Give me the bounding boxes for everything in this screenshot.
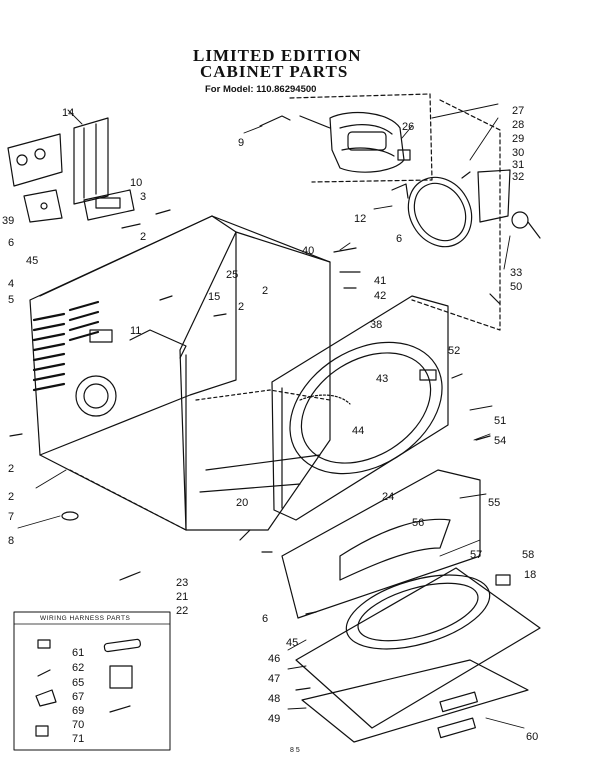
callout-42: 42 bbox=[374, 290, 386, 302]
callout-50: 50 bbox=[510, 281, 522, 293]
door-and-kick-panel bbox=[281, 469, 541, 743]
callout-12: 12 bbox=[354, 213, 366, 225]
callout-26: 26 bbox=[402, 121, 414, 133]
callout-5: 5 bbox=[8, 294, 14, 306]
callout-2: 2 bbox=[8, 491, 14, 503]
callout-2: 2 bbox=[238, 301, 244, 313]
callout-2: 2 bbox=[140, 231, 146, 243]
callout-38: 38 bbox=[370, 319, 382, 331]
callout-69: 69 bbox=[72, 705, 84, 717]
callout-47: 47 bbox=[268, 673, 280, 685]
callout-23: 23 bbox=[176, 577, 188, 589]
callout-52: 52 bbox=[448, 345, 460, 357]
motor-assembly bbox=[289, 93, 433, 183]
callout-27: 27 bbox=[512, 105, 524, 117]
callout-25: 25 bbox=[226, 269, 238, 281]
callout-71: 71 bbox=[72, 733, 84, 745]
callout-43: 43 bbox=[376, 373, 388, 385]
callout-9: 9 bbox=[238, 137, 244, 149]
callout-61: 61 bbox=[72, 647, 84, 659]
belt-and-idler bbox=[407, 99, 541, 331]
page-mark: 8 5 bbox=[290, 747, 300, 754]
callout-62: 62 bbox=[72, 662, 84, 674]
callout-60: 60 bbox=[526, 731, 538, 743]
callout-41: 41 bbox=[374, 275, 386, 287]
callout-29: 29 bbox=[512, 133, 524, 145]
leader-lines bbox=[17, 103, 525, 729]
callout-15: 15 bbox=[208, 291, 220, 303]
callout-65: 65 bbox=[72, 677, 84, 689]
callout-54: 54 bbox=[494, 435, 506, 447]
title-line-1: LIMITED EDITION bbox=[193, 46, 362, 65]
callout-57: 57 bbox=[470, 549, 482, 561]
callout-56: 56 bbox=[412, 517, 424, 529]
callout-10: 10 bbox=[130, 177, 142, 189]
callout-45: 45 bbox=[26, 255, 38, 267]
callout-7: 7 bbox=[8, 511, 14, 523]
callout-8: 8 bbox=[8, 535, 14, 547]
callout-67: 67 bbox=[72, 691, 84, 703]
callout-6: 6 bbox=[8, 237, 14, 249]
callout-24: 24 bbox=[382, 491, 394, 503]
callout-70: 70 bbox=[72, 719, 84, 731]
callout-labels: 2456789101112141518202122232425262728293… bbox=[2, 105, 538, 745]
callout-30: 30 bbox=[512, 147, 524, 159]
callout-22: 22 bbox=[176, 605, 188, 617]
callout-46: 46 bbox=[268, 653, 280, 665]
callout-18: 18 bbox=[524, 569, 536, 581]
callout-4: 4 bbox=[8, 278, 14, 290]
wiring-box-title: WIRING HARNESS PARTS bbox=[40, 615, 131, 622]
callout-33: 33 bbox=[510, 267, 522, 279]
wiring-harness-box bbox=[13, 611, 171, 751]
callout-6: 6 bbox=[396, 233, 402, 245]
model-number: For Model: 110.86294500 bbox=[205, 84, 317, 95]
callout-32: 32 bbox=[512, 171, 524, 183]
front-panel-51 bbox=[271, 295, 449, 521]
callout-14: 14 bbox=[62, 107, 74, 119]
callout-20: 20 bbox=[236, 497, 248, 509]
callout-48: 48 bbox=[268, 693, 280, 705]
callout-45: 45 bbox=[286, 637, 298, 649]
callout-11: 11 bbox=[130, 325, 141, 337]
callout-55: 55 bbox=[488, 497, 500, 509]
callout-21: 21 bbox=[176, 591, 188, 603]
callout-31: 31 bbox=[512, 159, 524, 171]
callout-51: 51 bbox=[494, 415, 506, 427]
cabinet-body bbox=[29, 215, 331, 531]
callout-39: 39 bbox=[2, 215, 14, 227]
callout-58: 58 bbox=[522, 549, 534, 561]
hardware-bits bbox=[9, 115, 491, 691]
callout-2: 2 bbox=[262, 285, 268, 297]
callout-49: 49 bbox=[268, 713, 280, 725]
callout-40: 40 bbox=[302, 245, 314, 257]
callout-28: 28 bbox=[512, 119, 524, 131]
callout-2: 2 bbox=[8, 463, 14, 475]
callout-3: 3 bbox=[140, 191, 146, 203]
callout-6: 6 bbox=[262, 613, 268, 625]
control-bracket-14 bbox=[7, 117, 135, 223]
title-line-2: CABINET PARTS bbox=[200, 62, 349, 81]
callout-44: 44 bbox=[352, 425, 364, 437]
